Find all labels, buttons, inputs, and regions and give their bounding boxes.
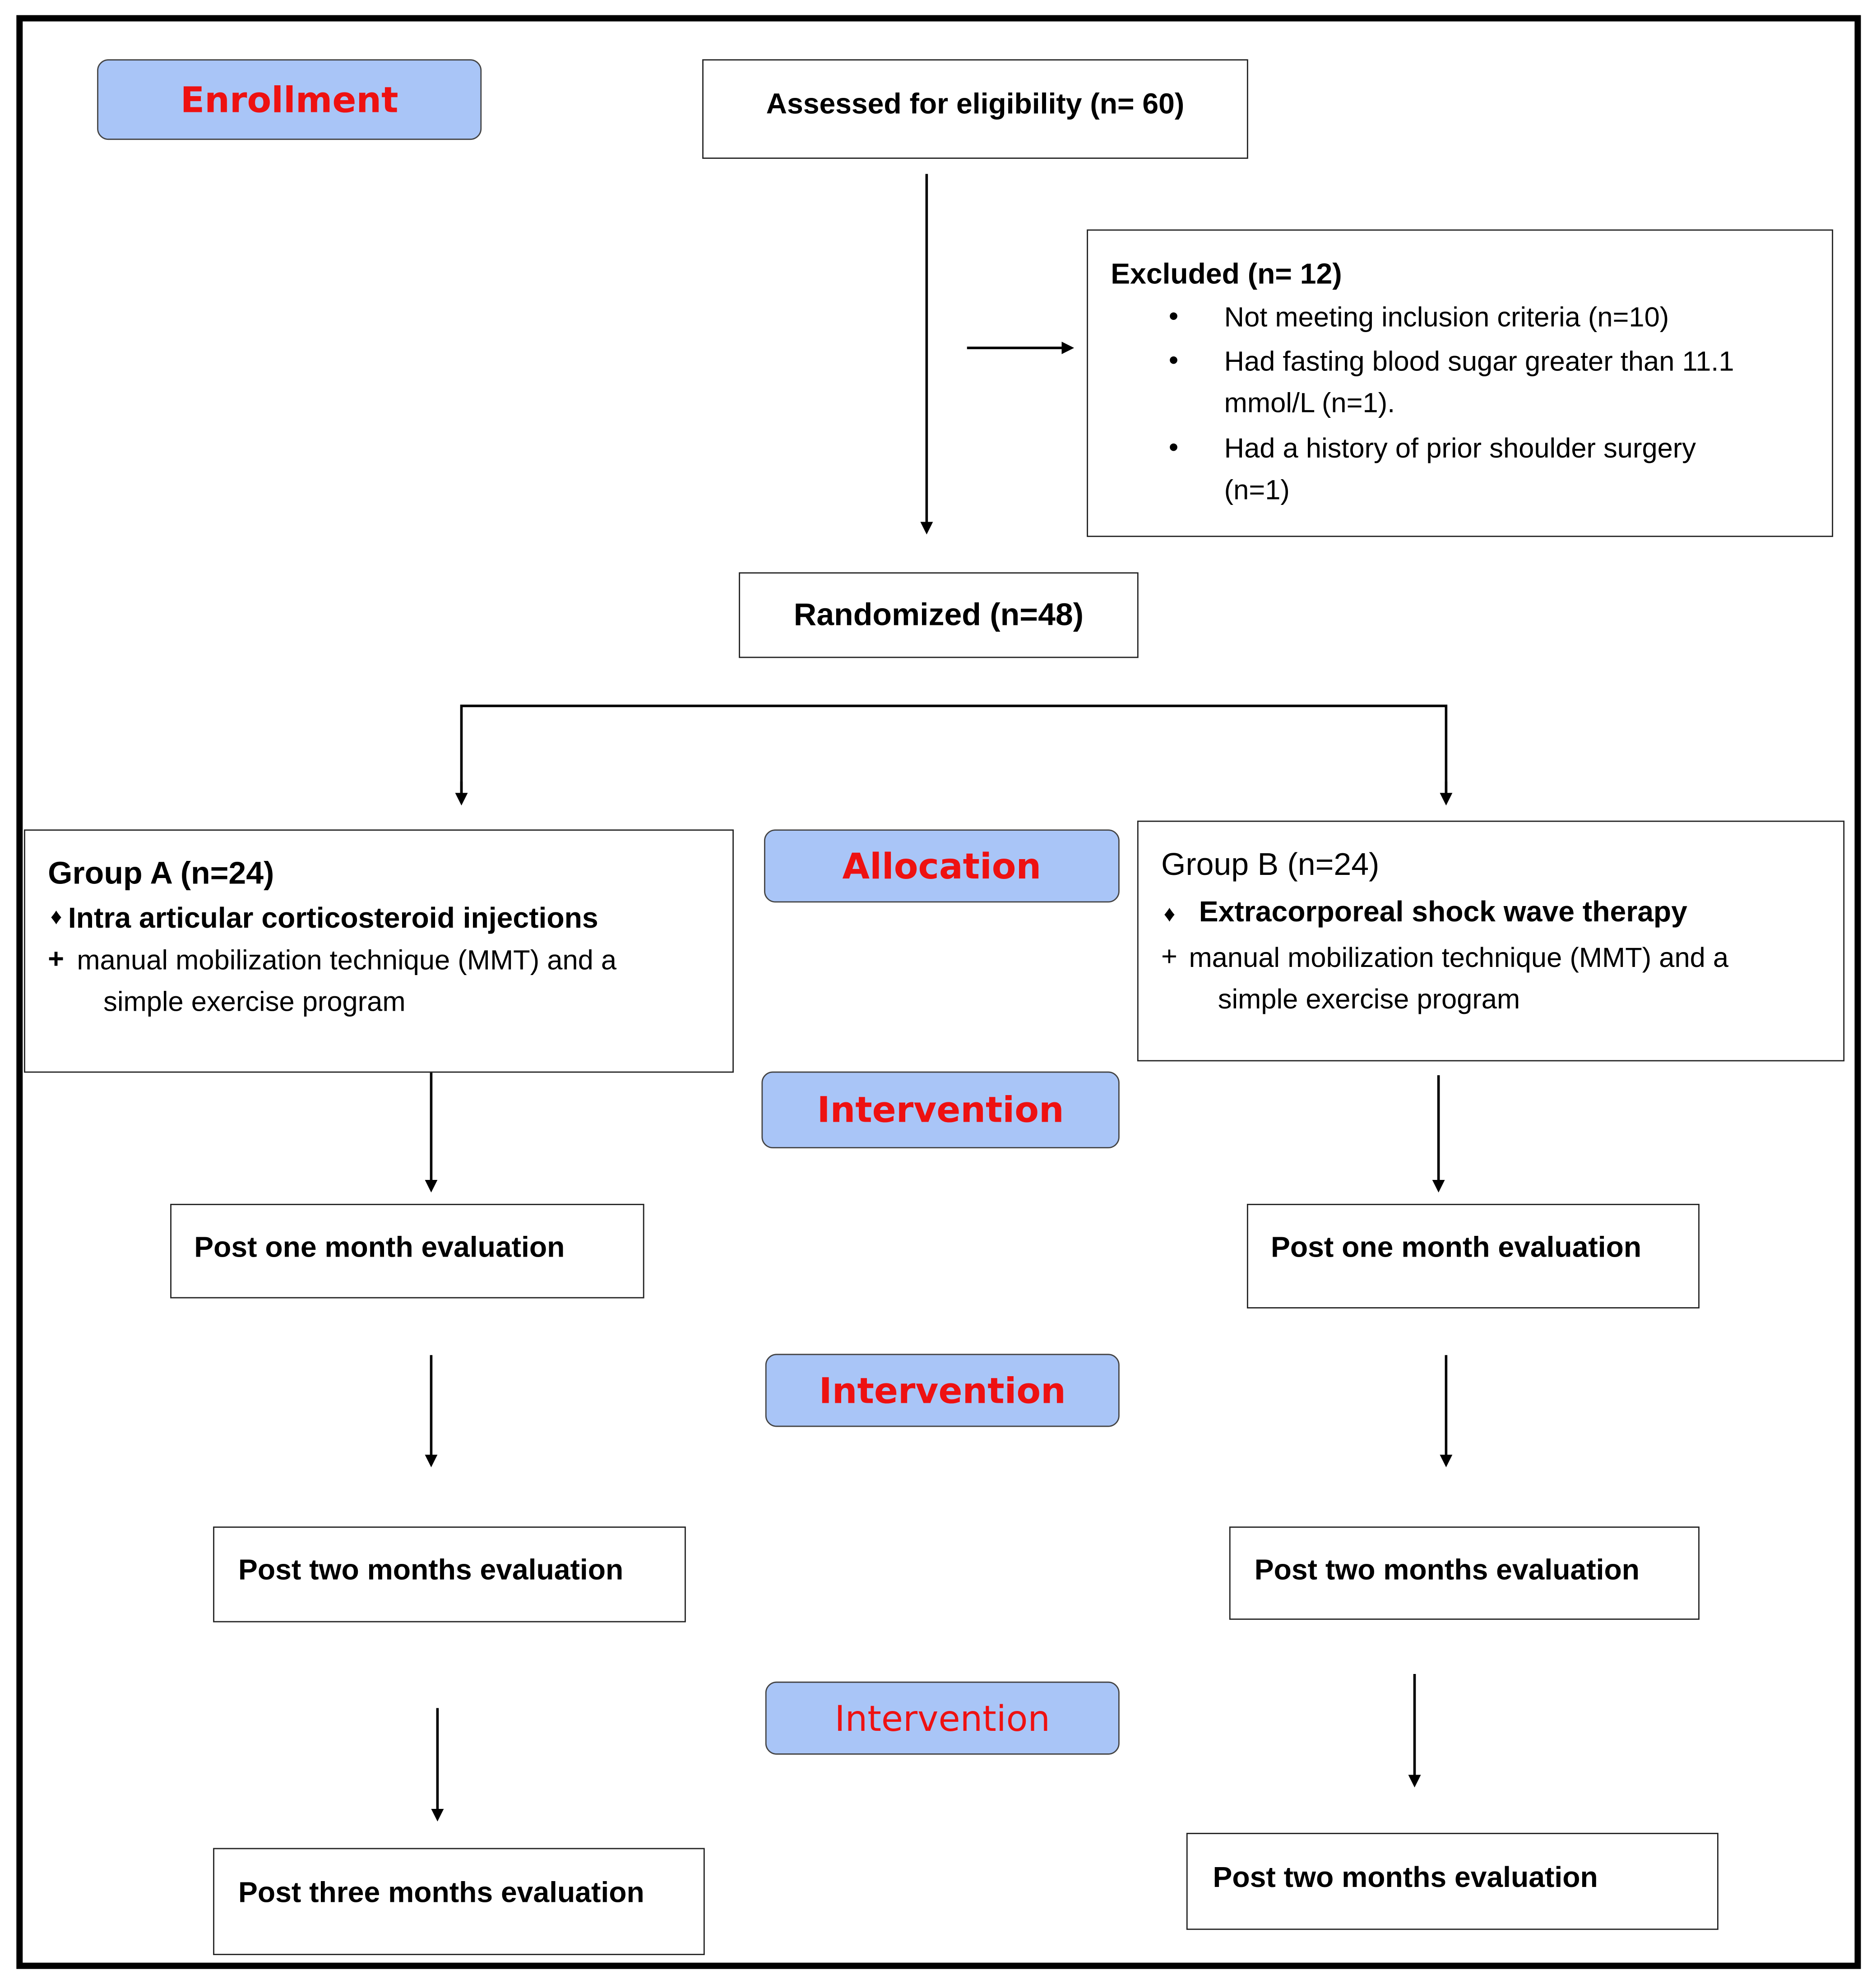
stage-label-intervention-3: Intervention [765, 1681, 1120, 1755]
excluded-item-2: Had fasting blood sugar greater than 11.… [1224, 345, 1734, 377]
stage-label-intervention-1: Intervention [761, 1071, 1120, 1149]
excluded-box: Excluded (n= 12) • Not meeting inclusion… [1087, 229, 1834, 537]
group-b-eval-1-text: Post one month evaluation [1271, 1230, 1642, 1263]
group-b-plus-line-1: manual mobilization technique (MMT) and … [1189, 941, 1729, 973]
group-a-eval-1-text: Post one month evaluation [194, 1230, 565, 1263]
group-b-eval-1-box: Post one month evaluation [1246, 1203, 1700, 1309]
group-b-eval-3-text: Post two months evaluation [1213, 1860, 1598, 1894]
bullet-dot: • [1168, 300, 1179, 332]
excluded-item-1: Not meeting inclusion criteria (n=10) [1224, 301, 1669, 333]
group-a-eval-1-box: Post one month evaluation [170, 1203, 644, 1299]
group-a-treatment: Intra articular corticosteroid injection… [68, 901, 598, 934]
excluded-item-2-cont: mmol/L (n=1). [1224, 387, 1395, 419]
group-a-eval-2-text: Post two months evaluation [238, 1553, 624, 1586]
group-b-title: Group B (n=24) [1161, 847, 1380, 883]
stage-label-intervention-1-text: Intervention [817, 1089, 1064, 1131]
group-b-box: Group B (n=24) ♦ Extracorporeal shock wa… [1137, 820, 1845, 1062]
assessed-text: Assessed for eligibility (n= 60) [766, 87, 1185, 120]
excluded-item-3: Had a history of prior shoulder surgery [1224, 432, 1696, 464]
group-a-plus-line-2: simple exercise program [103, 985, 406, 1017]
bullet-dot: • [1168, 344, 1179, 376]
randomized-box: Randomized (n=48) [739, 572, 1139, 658]
group-a-eval-2-box: Post two months evaluation [213, 1526, 686, 1623]
stage-label-enrollment: Enrollment [97, 59, 482, 140]
stage-label-allocation-text: Allocation [842, 845, 1042, 887]
group-a-eval-3-text: Post three months evaluation [238, 1876, 644, 1909]
assessed-box: Assessed for eligibility (n= 60) [702, 59, 1248, 159]
stage-label-intervention-3-text: Intervention [834, 1697, 1051, 1739]
randomization-split-line [460, 704, 1448, 802]
excluded-item-3-cont: (n=1) [1224, 474, 1290, 506]
stage-label-enrollment-text: Enrollment [180, 79, 398, 120]
group-a-eval-3-box: Post three months evaluation [213, 1848, 705, 1956]
plus-icon: + [1161, 940, 1177, 972]
stage-label-intervention-2: Intervention [765, 1354, 1120, 1427]
group-a-title: Group A (n=24) [48, 855, 274, 892]
group-b-eval-2-box: Post two months evaluation [1229, 1526, 1700, 1620]
diamond-icon: ♦ [1163, 901, 1176, 927]
stage-label-allocation: Allocation [764, 829, 1120, 903]
bullet-dot: • [1168, 431, 1179, 463]
group-a-plus-line-1: manual mobilization technique (MMT) and … [77, 944, 617, 976]
group-b-eval-3-box: Post two months evaluation [1186, 1833, 1719, 1930]
group-b-plus-line-2: simple exercise program [1218, 983, 1520, 1015]
excluded-title: Excluded (n= 12) [1111, 257, 1342, 290]
randomized-text: Randomized (n=48) [793, 597, 1084, 633]
diamond-icon: ♦ [50, 904, 62, 929]
plus-icon: + [48, 943, 65, 975]
group-a-box: Group A (n=24) ♦ Intra articular cortico… [24, 829, 734, 1073]
stage-label-intervention-2-text: Intervention [819, 1369, 1066, 1411]
group-b-treatment: Extracorporeal shock wave therapy [1199, 895, 1687, 928]
group-b-eval-2-text: Post two months evaluation [1254, 1553, 1640, 1586]
